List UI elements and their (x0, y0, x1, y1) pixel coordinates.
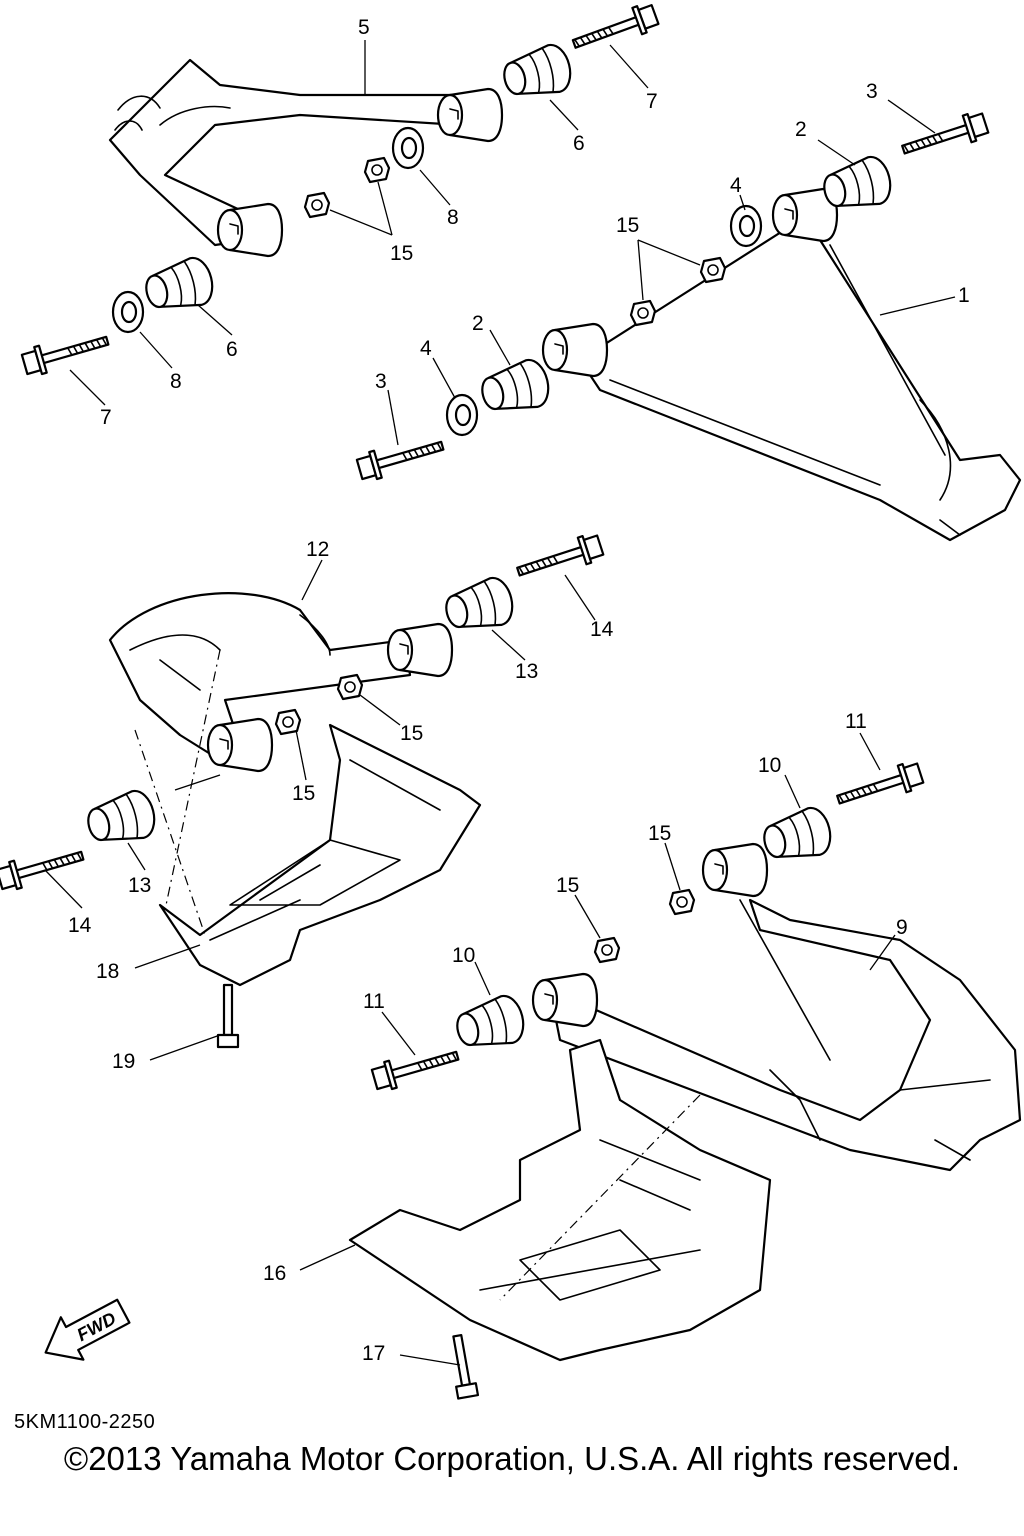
callout-8: 8 (170, 370, 182, 393)
bolt-19 (216, 983, 240, 1049)
axis-lines (134, 649, 701, 1301)
washer-4 (729, 204, 763, 248)
lower-arm-12 (108, 592, 454, 773)
bolt-14 (0, 841, 88, 894)
bushing-6 (498, 40, 577, 106)
callout-7: 7 (646, 90, 658, 113)
nut-15 (593, 936, 621, 964)
callout-15: 15 (616, 214, 639, 237)
bushing-10 (451, 991, 530, 1057)
callout-1: 1 (958, 284, 970, 307)
callout-9: 9 (896, 916, 908, 939)
washer-8 (391, 126, 425, 170)
nut-15 (303, 191, 331, 219)
bushing-10 (758, 803, 837, 869)
callout-6: 6 (226, 338, 238, 361)
callout-7: 7 (100, 406, 112, 429)
nut-15 (629, 299, 657, 327)
callout-17: 17 (362, 1342, 385, 1365)
callout-10: 10 (452, 944, 475, 967)
drawing-code: 5KM1100-2250 (14, 1411, 156, 1433)
nut-15 (668, 888, 696, 916)
callout-11: 11 (363, 990, 385, 1013)
bolt-11 (369, 1041, 463, 1094)
skid-plate-18 (158, 723, 482, 987)
callout-5: 5 (358, 16, 370, 39)
callout-15: 15 (390, 242, 413, 265)
bolt-7 (568, 0, 661, 59)
bushing-13 (440, 573, 519, 639)
bushing-2 (476, 355, 555, 421)
leader-lines (44, 40, 956, 1366)
nut-15 (699, 256, 727, 284)
callout-4: 4 (420, 337, 432, 360)
washer-4 (445, 393, 479, 437)
callout-3: 3 (375, 370, 387, 393)
callout-15: 15 (648, 822, 671, 845)
callout-15: 15 (292, 782, 315, 805)
callout-13: 13 (128, 874, 151, 897)
lower-arm-9 (531, 842, 1022, 1172)
callout-11: 11 (845, 710, 867, 733)
bolt-14 (512, 530, 606, 587)
callout-3: 3 (866, 80, 878, 103)
nut-15 (336, 673, 364, 701)
bolt-3 (354, 431, 448, 484)
washer-8 (111, 290, 145, 334)
fwd-arrow: FWD (44, 1298, 131, 1361)
callout-2: 2 (795, 118, 807, 141)
callout-13: 13 (515, 660, 538, 683)
callout-6: 6 (573, 132, 585, 155)
callout-19: 19 (112, 1050, 135, 1073)
copyright-notice: ©2013 Yamaha Motor Corporation, U.S.A. A… (63, 1440, 961, 1477)
nut-15 (363, 156, 391, 184)
bolt-17 (452, 1333, 480, 1400)
skid-plate-16 (348, 1038, 772, 1362)
callout-18: 18 (96, 960, 119, 983)
callout-4: 4 (730, 174, 742, 197)
bolt-7 (19, 326, 113, 379)
callout-14: 14 (590, 618, 614, 641)
callout-16: 16 (263, 1262, 286, 1285)
callout-15: 15 (400, 722, 423, 745)
callout-10: 10 (758, 754, 781, 777)
upper-arm-1 (541, 187, 1022, 542)
callout-labels: 5 7 6 3 2 8 15 4 15 1 6 8 7 3 4 2 12 14 … (68, 16, 970, 1365)
callout-12: 12 (306, 538, 329, 561)
callout-15: 15 (556, 874, 579, 897)
callout-14: 14 (68, 914, 92, 937)
bushing-13 (82, 786, 161, 852)
callout-8: 8 (447, 206, 459, 229)
hardware (0, 0, 991, 1400)
bushing-6 (140, 253, 219, 319)
callout-2: 2 (472, 312, 484, 335)
upper-arm-5 (108, 58, 504, 258)
